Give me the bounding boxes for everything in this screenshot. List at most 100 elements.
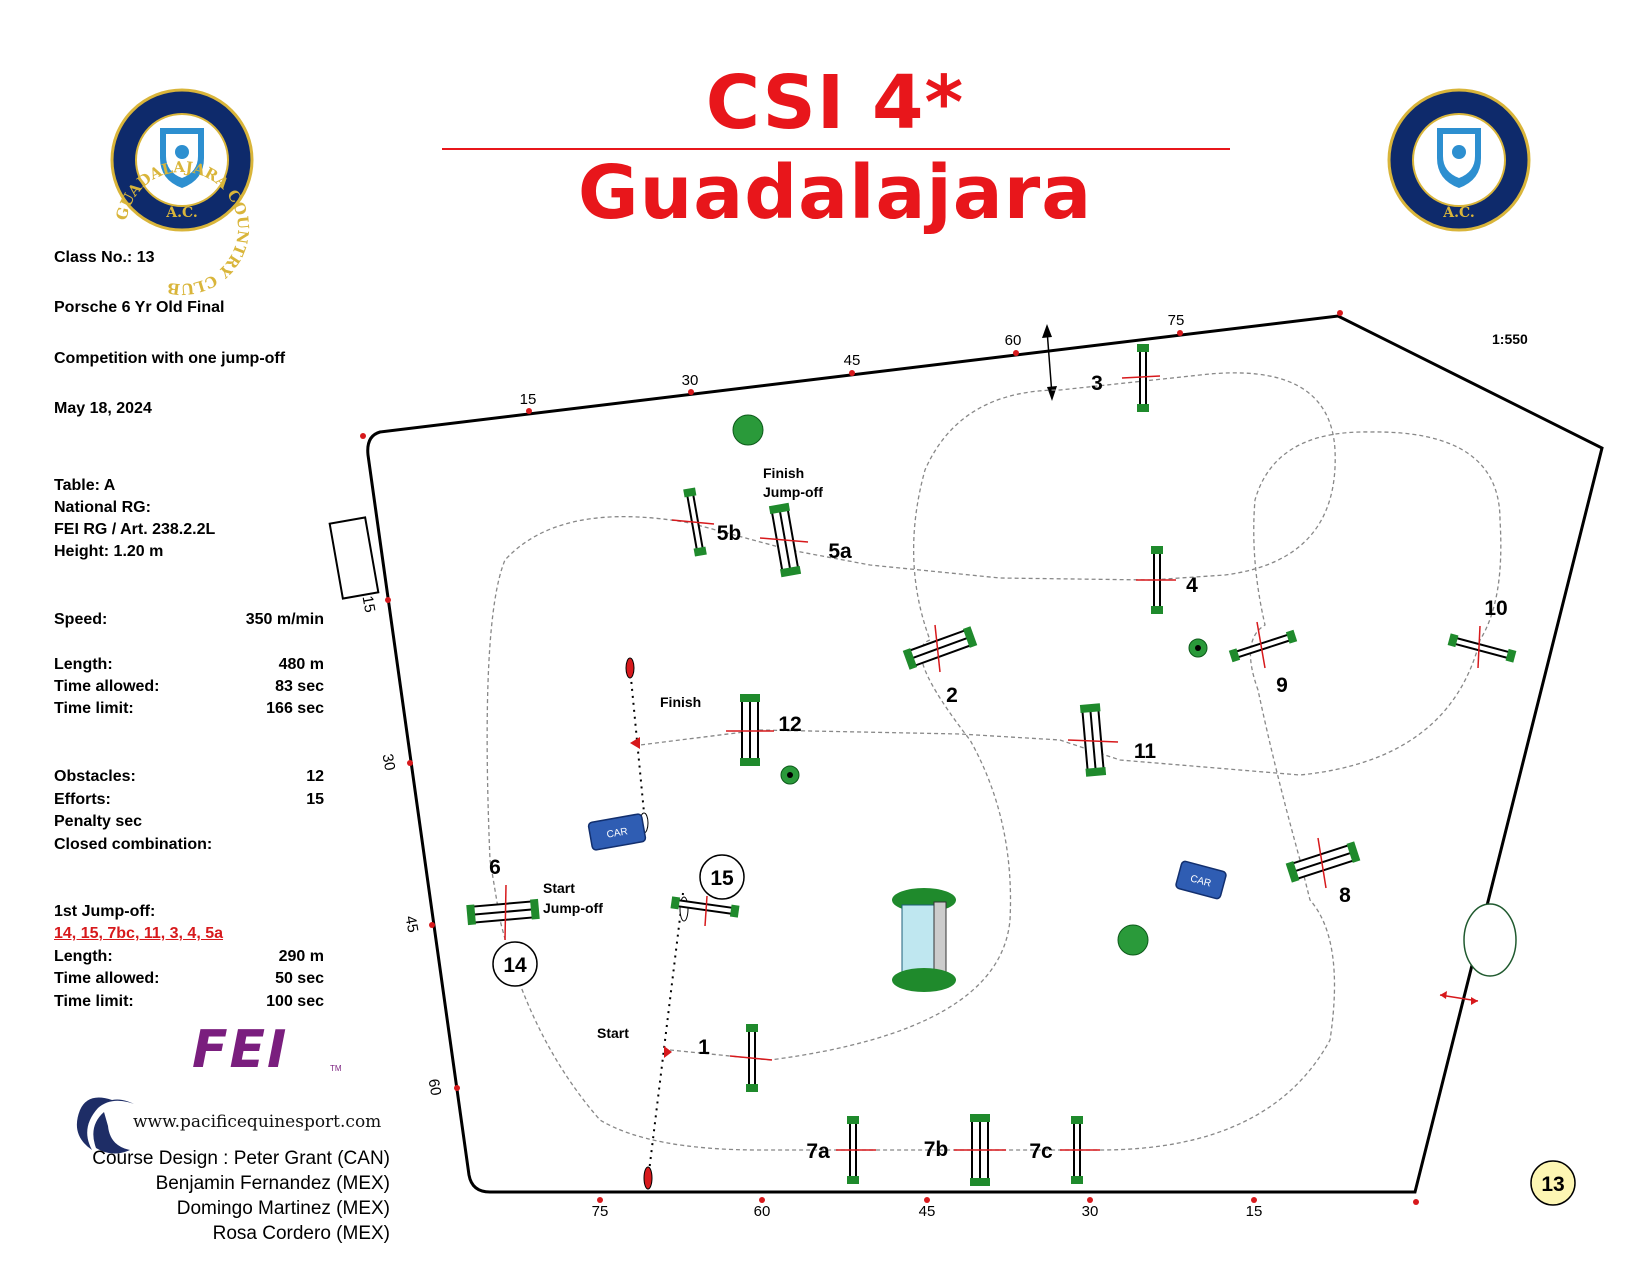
course-designers: Course Design : Peter Grant (CAN) Benjam…: [60, 1146, 390, 1246]
finish-jumpoff-label-2: Jump-off: [763, 484, 823, 500]
obstacle-label-11: 11: [1134, 740, 1157, 763]
class-badge: [1530, 1160, 1576, 1206]
arena-outline: [366, 314, 1604, 1194]
jumpoff-sequence: 14, 15, 7bc, 11, 3, 4, 5a: [54, 925, 224, 942]
entrance-box: [328, 516, 380, 600]
obstacle-label-5a: 5a: [828, 540, 852, 563]
obstacle-label-2: 2: [946, 684, 958, 707]
car-left: CAR: [587, 813, 647, 851]
national-rg-label: National RG:: [54, 499, 151, 516]
length-row: Length: 480 m: [54, 654, 324, 676]
finish-label: Finish: [660, 694, 701, 710]
water-jump: [892, 888, 956, 992]
obstacle-label-15: 15: [710, 867, 734, 890]
jumpoff-length-row: Length: 290 m: [54, 946, 324, 968]
jumpoff-length-label: Length:: [54, 948, 113, 965]
dist-bottom-60: 60: [754, 1203, 771, 1220]
start-jumpoff-label-2: Jump-off: [543, 900, 603, 916]
time-allowed-label: Time allowed:: [54, 678, 160, 695]
fence-3: [1137, 344, 1149, 412]
efforts-value: 15: [306, 791, 324, 808]
dist-bottom-75: 75: [592, 1203, 609, 1220]
fei-trademark: TM: [330, 1064, 342, 1073]
finish-jumpoff-label-1: Finish: [763, 465, 804, 481]
speed-row: Speed: 350 m/min: [54, 609, 324, 631]
length-value: 480 m: [278, 656, 324, 673]
dist-top-75: 75: [1168, 312, 1185, 329]
obstacle-label-7b: 7b: [924, 1138, 949, 1161]
obstacle-label-10: 10: [1484, 597, 1507, 620]
jumpoff-length-value: 290 m: [278, 948, 324, 965]
closed-combination-label: Closed combination:: [54, 836, 213, 853]
dist-left-15: 15: [359, 595, 379, 614]
table-label: Table: A: [54, 477, 116, 494]
car-right-label: CAR: [1189, 873, 1212, 889]
speed-label: Speed:: [54, 611, 108, 628]
jumpoff-time-limit-label: Time limit:: [54, 993, 134, 1010]
fence-15: [670, 896, 740, 918]
obstacle-label-1: 1: [698, 1036, 710, 1059]
fence-12: [740, 694, 760, 766]
jumpoff-time-limit-row: Time limit: 100 sec: [54, 991, 324, 1013]
page-title: CSI 4* Guadalajara: [577, 60, 1093, 236]
fence-8: [1285, 841, 1361, 883]
course-track: [486, 372, 1502, 1151]
distance-dots: [360, 310, 1419, 1205]
jumpoff-time-limit-value: 100 sec: [266, 993, 324, 1010]
obstacle-label-8: 8: [1339, 884, 1351, 907]
obstacle-label-9: 9: [1276, 674, 1288, 697]
obstacle-label-7a: 7a: [806, 1140, 830, 1163]
jumpoff-time-allowed-label: Time allowed:: [54, 970, 160, 987]
obstacle-label-6: 6: [489, 856, 501, 879]
fence-10: [1447, 633, 1517, 663]
fence-9: [1228, 629, 1298, 663]
fence-6: [466, 898, 540, 926]
obstacle-label-4: 4: [1186, 574, 1198, 597]
website-link[interactable]: www.pacificequinesport.com: [133, 1112, 382, 1132]
start-arrow: [664, 1046, 672, 1058]
penalty-label: Penalty sec: [54, 813, 143, 830]
obstacles-value: 12: [306, 768, 324, 785]
time-allowed-row: Time allowed: 83 sec: [54, 676, 324, 698]
dist-bottom-45: 45: [919, 1203, 936, 1220]
start-flag-bottom: [643, 1166, 653, 1190]
gate-oval: [1463, 903, 1517, 977]
event-date: May 18, 2024: [54, 400, 152, 417]
obstacle-label-14: 14: [503, 954, 527, 977]
obstacle-label-3: 3: [1091, 372, 1103, 395]
pacific-equine-logo: [76, 1097, 134, 1154]
finish-arrow: [630, 737, 640, 749]
designer-line-1: Course Design : Peter Grant (CAN): [92, 1148, 390, 1169]
length-label: Length:: [54, 656, 113, 673]
fence-11: [1079, 703, 1107, 777]
time-limit-label: Time limit:: [54, 700, 134, 717]
efforts-label: Efforts:: [54, 791, 111, 808]
car-left-label: CAR: [606, 826, 629, 841]
class-name: Porsche 6 Yr Old Final: [54, 299, 225, 316]
dist-top-60: 60: [1005, 332, 1022, 349]
class-number: Class No.: 13: [54, 249, 155, 266]
time-allowed-value: 83 sec: [275, 678, 324, 695]
jumpoff-time-allowed-row: Time allowed: 50 sec: [54, 968, 324, 990]
obstacle-label-5b: 5b: [717, 522, 742, 545]
fence-2: [902, 626, 978, 670]
dist-bottom-15: 15: [1246, 1203, 1263, 1220]
start-jumpoff-label-1: Start: [543, 880, 575, 896]
height-label: Height: 1.20 m: [54, 543, 164, 560]
designer-line-4: Rosa Cordero (MEX): [212, 1223, 390, 1244]
competition-type: Competition with one jump-off: [54, 350, 286, 367]
class-badge-number: 13: [1541, 1173, 1564, 1196]
finish-flag-top: [625, 657, 635, 679]
speed-value: 350 m/min: [245, 611, 324, 628]
title-underline: [442, 148, 1230, 150]
time-limit-value: 166 sec: [266, 700, 324, 717]
car-right: CAR: [1175, 860, 1227, 900]
fei-logo: FEI: [192, 1020, 289, 1080]
time-limit-row: Time limit: 166 sec: [54, 698, 324, 720]
efforts-row: Efforts: 15: [54, 789, 324, 811]
club-logo-right: A.C.: [1387, 88, 1531, 232]
dist-left-30: 30: [379, 753, 399, 772]
dist-bottom-30: 30: [1082, 1203, 1099, 1220]
dist-top-15: 15: [520, 391, 537, 408]
